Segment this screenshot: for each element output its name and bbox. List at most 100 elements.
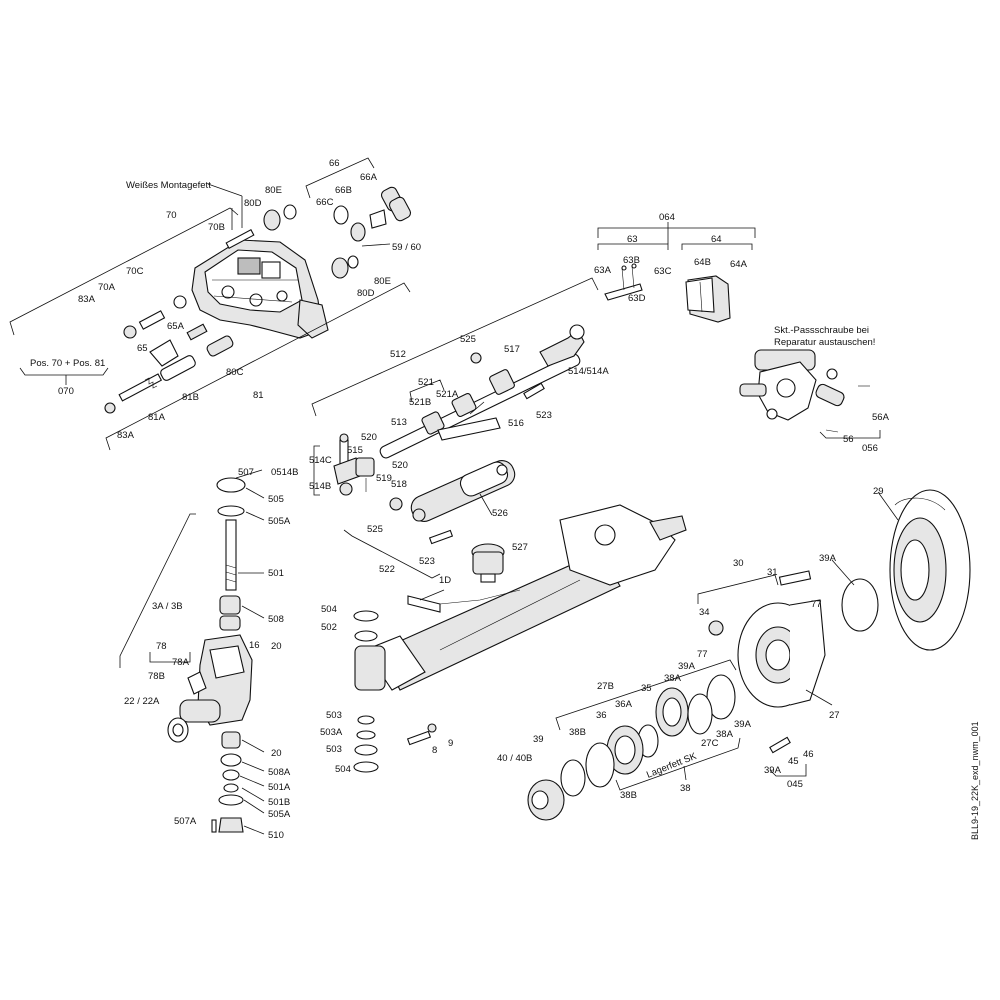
part-label-045: 045 [787, 779, 803, 790]
brake-caliper-assembly [191, 239, 329, 339]
part-label-81B: 81B [182, 392, 199, 403]
part-label-63C: 63C [654, 266, 672, 277]
part-label-22-22A: 22 / 22A [124, 696, 160, 707]
part-label-503-top: 503 [326, 710, 342, 721]
part-label-36: 36 [596, 710, 607, 721]
part-label-504-top: 504 [321, 604, 337, 615]
part-label-80E-top: 80E [265, 185, 282, 196]
part-label-70C: 70C [126, 266, 144, 277]
kingpin-seal-rings [353, 610, 437, 773]
part-label-46: 46 [803, 749, 814, 760]
axle-beam [354, 504, 687, 691]
part-label-070: 070 [58, 386, 74, 397]
white-grease-note: Weißes Montagefett [126, 180, 211, 191]
part-label-526: 526 [492, 508, 508, 519]
part-label-78: 78 [156, 641, 167, 652]
part-label-64A: 64A [730, 259, 748, 270]
part-label-83A-top: 83A [78, 294, 96, 305]
part-label-66B: 66B [335, 185, 352, 196]
part-label-66A: 66A [360, 172, 378, 183]
part-label-80C: 80C [226, 367, 244, 378]
part-label-514B: 514B [309, 481, 331, 492]
fit-bolt-note-line2: Reparatur austauschen! [774, 337, 875, 348]
position-note: Pos. 70 + Pos. 81 [30, 358, 105, 369]
part-label-27C: 27C [701, 738, 719, 749]
part-label-520-top: 520 [361, 432, 377, 443]
part-label-523-top: 523 [536, 410, 552, 421]
part-label-501B: 501B [268, 797, 290, 808]
part-label-38: 38 [680, 783, 691, 794]
part-label-514-514A: 514/514A [568, 366, 609, 377]
part-label-501: 501 [268, 568, 284, 579]
part-label-515: 515 [347, 445, 363, 456]
part-label-521: 521 [418, 377, 434, 388]
part-label-59-60: 59 / 60 [392, 242, 421, 253]
part-label-65A: 65A [167, 321, 185, 332]
part-label-8: 8 [432, 745, 437, 756]
part-label-064: 064 [659, 212, 675, 223]
fit-bolt-note-line1: Skt.-Passschraube bei [774, 325, 869, 336]
part-label-38A-bottom: 38A [716, 729, 734, 740]
wheel-hub-assembly [527, 489, 971, 821]
part-label-505A-bottom: 505A [268, 809, 291, 820]
part-label-81: 81 [253, 390, 264, 401]
part-label-56A: 56A [872, 412, 890, 423]
part-label-519: 519 [376, 473, 392, 484]
part-label-45: 45 [788, 756, 799, 767]
part-label-63: 63 [627, 234, 638, 245]
part-label-518: 518 [391, 479, 407, 490]
part-label-78B: 78B [148, 671, 165, 682]
part-label-36A: 36A [615, 699, 633, 710]
part-label-20-top: 20 [271, 641, 282, 652]
part-label-505: 505 [268, 494, 284, 505]
part-label-81A: 81A [148, 412, 166, 423]
part-label-16: 16 [249, 640, 260, 651]
part-label-83A-bottom: 83A [117, 430, 135, 441]
part-label-517: 517 [504, 344, 520, 355]
part-label-508: 508 [268, 614, 284, 625]
part-label-507A: 507A [174, 816, 197, 827]
part-label-70A: 70A [98, 282, 116, 293]
part-label-521A: 521A [436, 389, 459, 400]
drawing-code: BLL9-19_22K_exd_nwm_001 [970, 721, 980, 840]
caliper-small-parts [104, 186, 412, 414]
part-labels: 66 66A 66B 66C 80E 80D 70B 70 59 / 60 80… [58, 158, 890, 841]
part-label-520-mid: 520 [392, 460, 408, 471]
part-label-39A-top: 39A [819, 553, 837, 564]
part-label-39A-right: 39A [734, 719, 752, 730]
part-label-507: 507 [238, 467, 254, 478]
part-label-70: 70 [166, 210, 177, 221]
part-label-34: 34 [699, 607, 710, 618]
part-label-66: 66 [329, 158, 340, 169]
part-label-27B: 27B [597, 681, 614, 692]
brake-carrier-assembly [739, 349, 870, 433]
part-label-40-40B: 40 / 40B [497, 753, 532, 764]
part-label-512: 512 [390, 349, 406, 360]
part-label-63A: 63A [594, 265, 612, 276]
part-label-525-top: 525 [460, 334, 476, 345]
part-label-70B: 70B [208, 222, 225, 233]
part-label-31: 31 [767, 567, 778, 578]
part-label-525-bottom: 525 [367, 524, 383, 535]
part-label-66C: 66C [316, 197, 334, 208]
part-label-39A-bottom: 39A [764, 765, 782, 776]
part-label-39: 39 [533, 734, 544, 745]
part-label-30: 30 [733, 558, 744, 569]
part-label-503A: 503A [320, 727, 343, 738]
part-label-63D: 63D [628, 293, 646, 304]
part-label-516: 516 [508, 418, 524, 429]
part-label-80D-bottom: 80D [357, 288, 375, 299]
part-label-508A: 508A [268, 767, 291, 778]
part-label-501A: 501A [268, 782, 291, 793]
part-label-504-bottom: 504 [335, 764, 351, 775]
part-label-80E-bottom: 80E [374, 276, 391, 287]
part-label-64B: 64B [694, 257, 711, 268]
part-label-513: 513 [391, 417, 407, 428]
part-label-522: 522 [379, 564, 395, 575]
part-label-0514B: 0514B [271, 467, 298, 478]
part-label-77-top: 77 [811, 599, 822, 610]
steering-knuckle-assembly [167, 477, 253, 833]
part-label-80D-top: 80D [244, 198, 262, 209]
part-label-521B: 521B [409, 397, 431, 408]
